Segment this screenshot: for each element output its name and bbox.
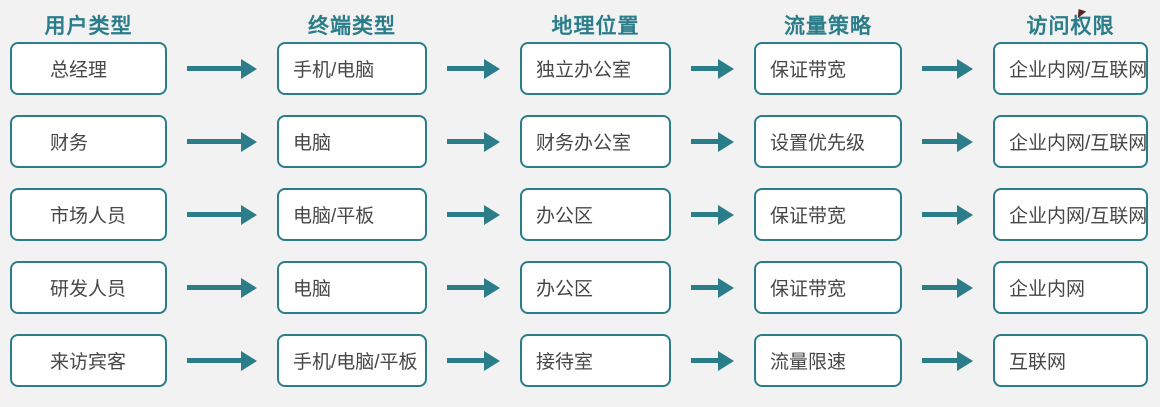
box-row2-location: 财务办公室	[520, 115, 671, 188]
box-label: 办公区	[536, 206, 594, 227]
arrow-right-icon	[671, 115, 754, 188]
arrow-right-icon	[167, 334, 277, 407]
arrow-right-icon	[671, 42, 754, 115]
box-row5-user-type: 来访宾客	[10, 334, 167, 407]
box-row5-location: 接待室	[520, 334, 671, 407]
arrow-right-icon	[902, 261, 993, 334]
box-label: 电脑	[293, 133, 332, 154]
box-label: 来访宾客	[50, 352, 127, 373]
column-header-user-type: 用户类型	[44, 15, 133, 38]
box-row5-access-rights: 互联网	[993, 334, 1148, 407]
box-label: 设置优先级	[770, 133, 866, 154]
box-label: 电脑	[293, 279, 332, 300]
box-row4-user-type: 研发人员	[10, 261, 167, 334]
box-label: 独立办公室	[536, 60, 632, 81]
column-header-terminal-type: 终端类型	[308, 15, 396, 38]
box-label: 财务办公室	[536, 133, 632, 154]
box-row3-location: 办公区	[520, 188, 671, 261]
box-row5-traffic-policy: 流量限速	[754, 334, 902, 407]
arrow-right-icon	[427, 261, 520, 334]
box-row2-traffic-policy: 设置优先级	[754, 115, 902, 188]
box-label: 企业内网/互联网	[1009, 206, 1148, 227]
arrow-right-icon	[167, 261, 277, 334]
column-header-location: 地理位置	[551, 15, 640, 38]
box-label: 办公区	[536, 279, 594, 300]
arrow-right-icon	[167, 42, 277, 115]
box-label: 保证带宽	[770, 206, 847, 227]
box-label: 市场人员	[50, 206, 127, 227]
box-label: 手机/电脑/平板	[293, 352, 418, 373]
arrow-right-icon	[167, 188, 277, 261]
box-label: 接待室	[536, 352, 594, 373]
arrow-right-icon	[427, 42, 520, 115]
box-row4-terminal-type: 电脑	[277, 261, 427, 334]
arrow-right-icon	[671, 334, 754, 407]
arrow-right-icon	[671, 188, 754, 261]
arrow-right-icon	[671, 261, 754, 334]
box-row4-access-rights: 企业内网	[993, 261, 1148, 334]
box-label: 总经理	[50, 60, 108, 81]
box-row3-traffic-policy: 保证带宽	[754, 188, 902, 261]
box-row3-access-rights: 企业内网/互联网	[993, 188, 1148, 261]
box-label: 研发人员	[50, 279, 127, 300]
box-row4-location: 办公区	[520, 261, 671, 334]
box-row2-user-type: 财务	[10, 115, 167, 188]
box-label: 财务	[50, 133, 89, 154]
box-label: 互联网	[1009, 352, 1067, 373]
box-row5-terminal-type: 手机/电脑/平板	[277, 334, 427, 407]
box-row1-traffic-policy: 保证带宽	[754, 42, 902, 115]
column-header-traffic-policy: 流量策略	[784, 15, 872, 38]
box-label: 企业内网	[1009, 279, 1086, 300]
arrow-right-icon	[167, 115, 277, 188]
box-label: 企业内网/互联网	[1009, 60, 1148, 81]
box-row2-access-rights: 企业内网/互联网	[993, 115, 1148, 188]
arrow-right-icon	[902, 334, 993, 407]
arrow-right-icon	[902, 115, 993, 188]
column-header-access-rights: 访问权限	[1026, 15, 1115, 38]
arrow-right-icon	[902, 188, 993, 261]
box-row1-user-type: 总经理	[10, 42, 167, 115]
arrow-right-icon	[427, 115, 520, 188]
box-label: 手机/电脑	[293, 60, 375, 81]
box-row1-terminal-type: 手机/电脑	[277, 42, 427, 115]
box-row1-location: 独立办公室	[520, 42, 671, 115]
box-label: 保证带宽	[770, 279, 847, 300]
arrow-right-icon	[427, 334, 520, 407]
box-label: 电脑/平板	[293, 206, 375, 227]
box-label: 保证带宽	[770, 60, 847, 81]
box-row4-traffic-policy: 保证带宽	[754, 261, 902, 334]
box-row3-user-type: 市场人员	[10, 188, 167, 261]
arrow-right-icon	[902, 42, 993, 115]
box-row2-terminal-type: 电脑	[277, 115, 427, 188]
box-row3-terminal-type: 电脑/平板	[277, 188, 427, 261]
arrow-right-icon	[427, 188, 520, 261]
box-row1-access-rights: 企业内网/互联网	[993, 42, 1148, 115]
box-label: 企业内网/互联网	[1009, 133, 1148, 154]
box-label: 流量限速	[770, 352, 847, 373]
